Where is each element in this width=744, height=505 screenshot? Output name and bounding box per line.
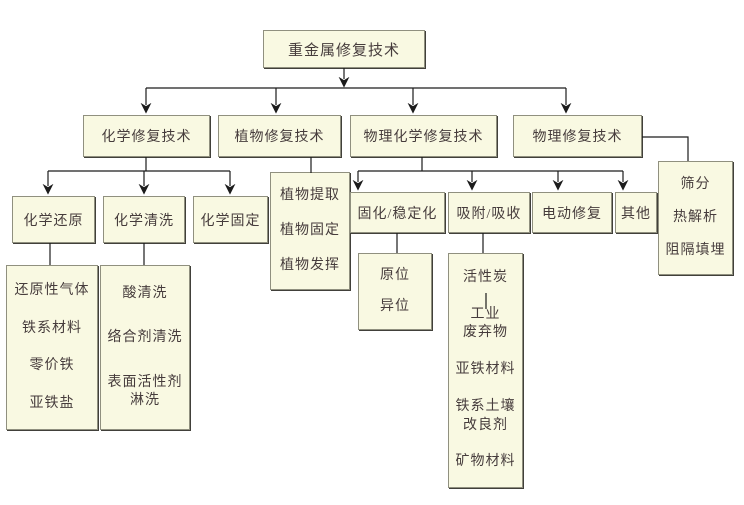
list-item: 酸清洗 (122, 286, 168, 302)
list-item: 还原性气体 (14, 282, 90, 298)
list-item: 表面活性剂 淋洗 (107, 374, 183, 408)
list-item: 络合剂清洗 (107, 330, 183, 346)
node-electrokinetic-remediation: 电动修复 (532, 192, 612, 233)
list-item: 热解析 (673, 209, 718, 225)
node-washing-agents-list: 酸清洗 络合剂清洗 表面活性剂 淋洗 (100, 265, 190, 430)
node-physical-methods-list: 筛分 热解析 阻隔填埋 (658, 161, 733, 275)
node-chemical-washing: 化学清洗 (103, 196, 185, 243)
node-adsorbents-list: 活性炭 工业 废弃物 亚铁材料 铁系土壤 改良剂 矿物材料 (448, 253, 523, 488)
node-chemical-reduction: 化学还原 (12, 196, 95, 243)
node-chemical-remediation: 化学修复技术 (83, 115, 210, 157)
list-item: 铁系材料 (22, 320, 82, 336)
node-label: 物理修复技术 (532, 130, 623, 145)
list-item: 异位 (380, 299, 410, 315)
list-item: 铁系土壤 改良剂 (455, 399, 516, 433)
node-other: 其他 (615, 192, 657, 233)
node-physical-remediation: 物理修复技术 (513, 115, 642, 157)
node-label: 重金属修复技术 (287, 42, 400, 59)
node-label: 化学还原 (23, 213, 84, 229)
list-item: 矿物材料 (455, 454, 516, 470)
node-label: 物理化学修复技术 (363, 130, 484, 145)
node-label: 化学清洗 (114, 213, 174, 229)
list-item: 阻隔填埋 (665, 243, 726, 259)
node-label: 化学修复技术 (101, 130, 192, 145)
node-root: 重金属修复技术 (263, 30, 425, 68)
list-item: 筛分 (680, 176, 711, 192)
node-chemical-fixation: 化学固定 (193, 196, 268, 243)
node-label: 其他 (621, 206, 651, 222)
node-label: 电动修复 (542, 206, 602, 222)
list-item: 植物发挥 (280, 257, 340, 273)
list-item: 活性炭 (463, 270, 508, 286)
list-item: 亚铁材料 (455, 362, 516, 378)
node-solidification-stabilization: 固化/稳定化 (350, 192, 445, 233)
node-reduction-agents-list: 还原性气体 铁系材料 零价铁 亚铁盐 (6, 265, 98, 430)
node-phyto-methods-list: 植物提取 植物固定 植物发挥 (270, 172, 350, 290)
node-label: 固化/稳定化 (357, 206, 438, 222)
list-item: 原位 (380, 267, 410, 283)
list-item: 亚铁盐 (29, 396, 75, 412)
node-label: 吸附/吸收 (456, 206, 522, 222)
node-physicochemical-remediation: 物理化学修复技术 (350, 115, 497, 157)
node-label: 化学固定 (200, 213, 261, 229)
node-insitu-exsitu-list: 原位 异位 (358, 253, 432, 330)
node-label: 植物修复技术 (234, 130, 325, 145)
list-item: 植物提取 (280, 188, 340, 204)
list-item: 工业 废弃物 (463, 307, 508, 341)
list-item: 零价铁 (29, 358, 75, 374)
list-item: 植物固定 (280, 222, 340, 238)
node-adsorption-absorption: 吸附/吸收 (448, 192, 530, 233)
node-phyto-remediation: 植物修复技术 (218, 115, 341, 157)
